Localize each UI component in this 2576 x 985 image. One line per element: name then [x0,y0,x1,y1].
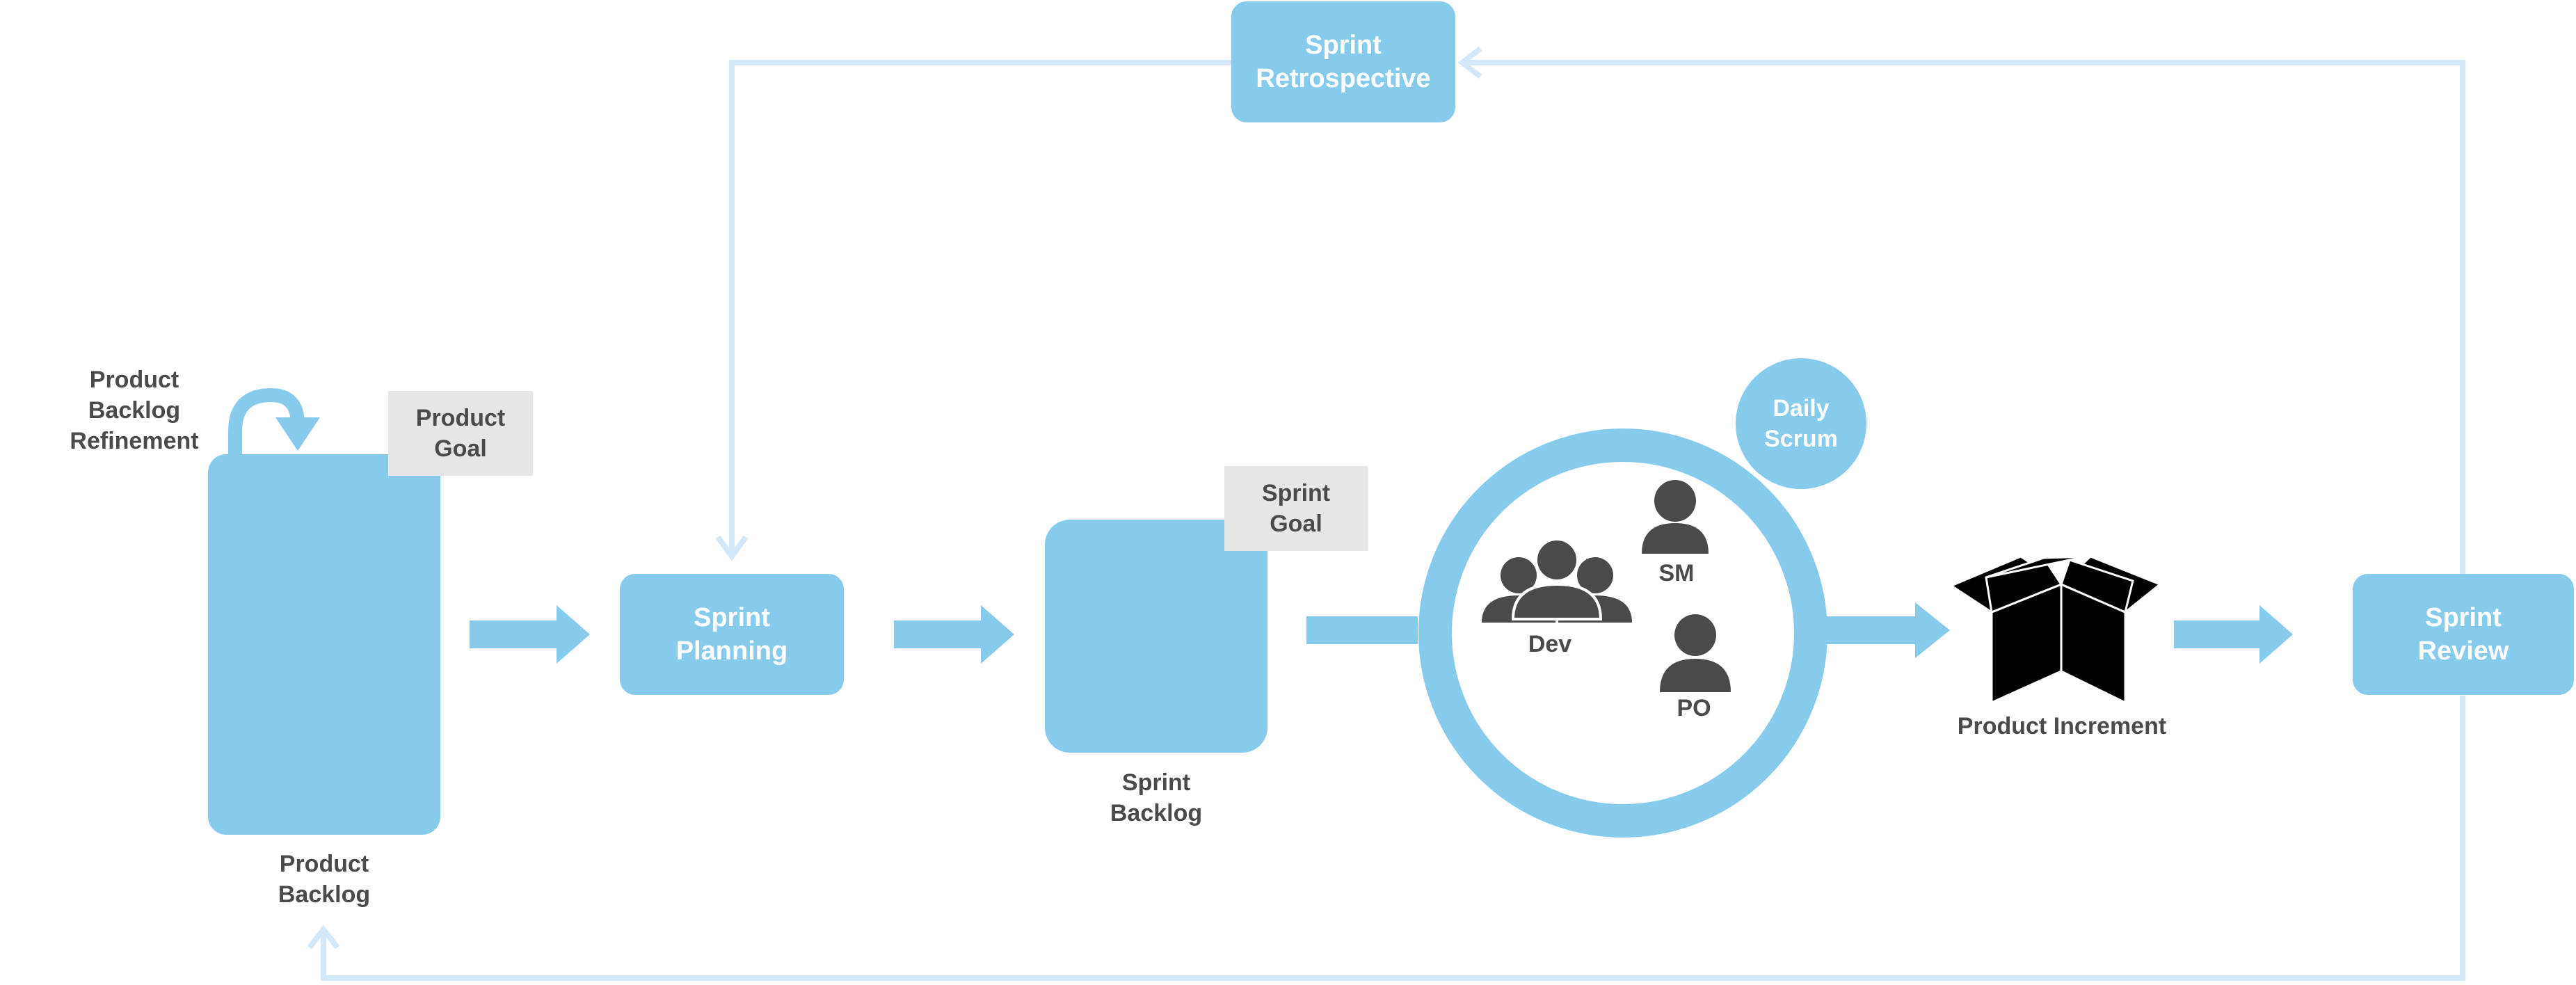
sprint-planning-label: Sprint Planning [675,603,788,666]
daily-scrum-circle [1736,358,1866,489]
po-person-icon [1660,614,1731,692]
sm-role-label: SM [1658,560,1695,586]
po-role-label: PO [1677,695,1711,721]
product-backlog-label: Product Backlog [278,851,371,908]
sprint-planning-box[interactable]: Sprint Planning [620,574,844,695]
sprint-goal-label: Sprint Goal [1261,480,1331,537]
sprint-review-box[interactable]: Sprint Review [2353,574,2574,695]
flow-arrow-planning-to-sprint-backlog [894,605,1014,664]
sprint-retrospective-box[interactable]: Sprint Retrospective [1231,1,1455,122]
flow-arrow-backlog-to-planning [470,605,590,664]
refinement-arrowhead [275,417,320,451]
planning-arrowhead [715,535,749,561]
sprint-backlog-label: Sprint Backlog [1110,769,1203,826]
group-icon [1482,538,1632,623]
refinement-label: Product Backlog Refinement [70,367,199,454]
daily-scrum-label: Daily Scrum [1764,395,1838,452]
sprint-review-label: Sprint Review [2417,603,2509,666]
dev-role-label: Dev [1528,631,1572,657]
scrum-team-label: Scrum Team [1549,758,1697,787]
backlog-arrowhead [307,924,340,950]
sprint-goal-box: Sprint Goal [1224,466,1368,551]
product-increment-label: Product Increment [1957,713,2167,739]
flow-arrow-increment-to-review [2174,605,2293,664]
refinement-loop-arrow [228,387,305,459]
sm-person-icon [1642,480,1709,554]
flow-arrow-team-to-increment [1821,602,1950,658]
flow-bar-sprint-backlog-to-team [1306,616,1418,644]
open-box-icon [1949,555,2162,705]
sprint-retrospective-label: Sprint Retrospective [1256,31,1431,93]
product-goal-label: Product Goal [415,405,506,462]
scrum-team-ring [1418,429,1827,838]
planning-loop-line [729,60,1231,553]
backlog-loop-line [321,696,2465,981]
retrospective-loop-line [1464,60,2465,612]
sprint-backlog-box [1045,520,1267,753]
retrospective-arrowhead [1457,46,1482,79]
product-goal-box: Product Goal [388,391,533,476]
product-backlog-box [208,454,440,835]
